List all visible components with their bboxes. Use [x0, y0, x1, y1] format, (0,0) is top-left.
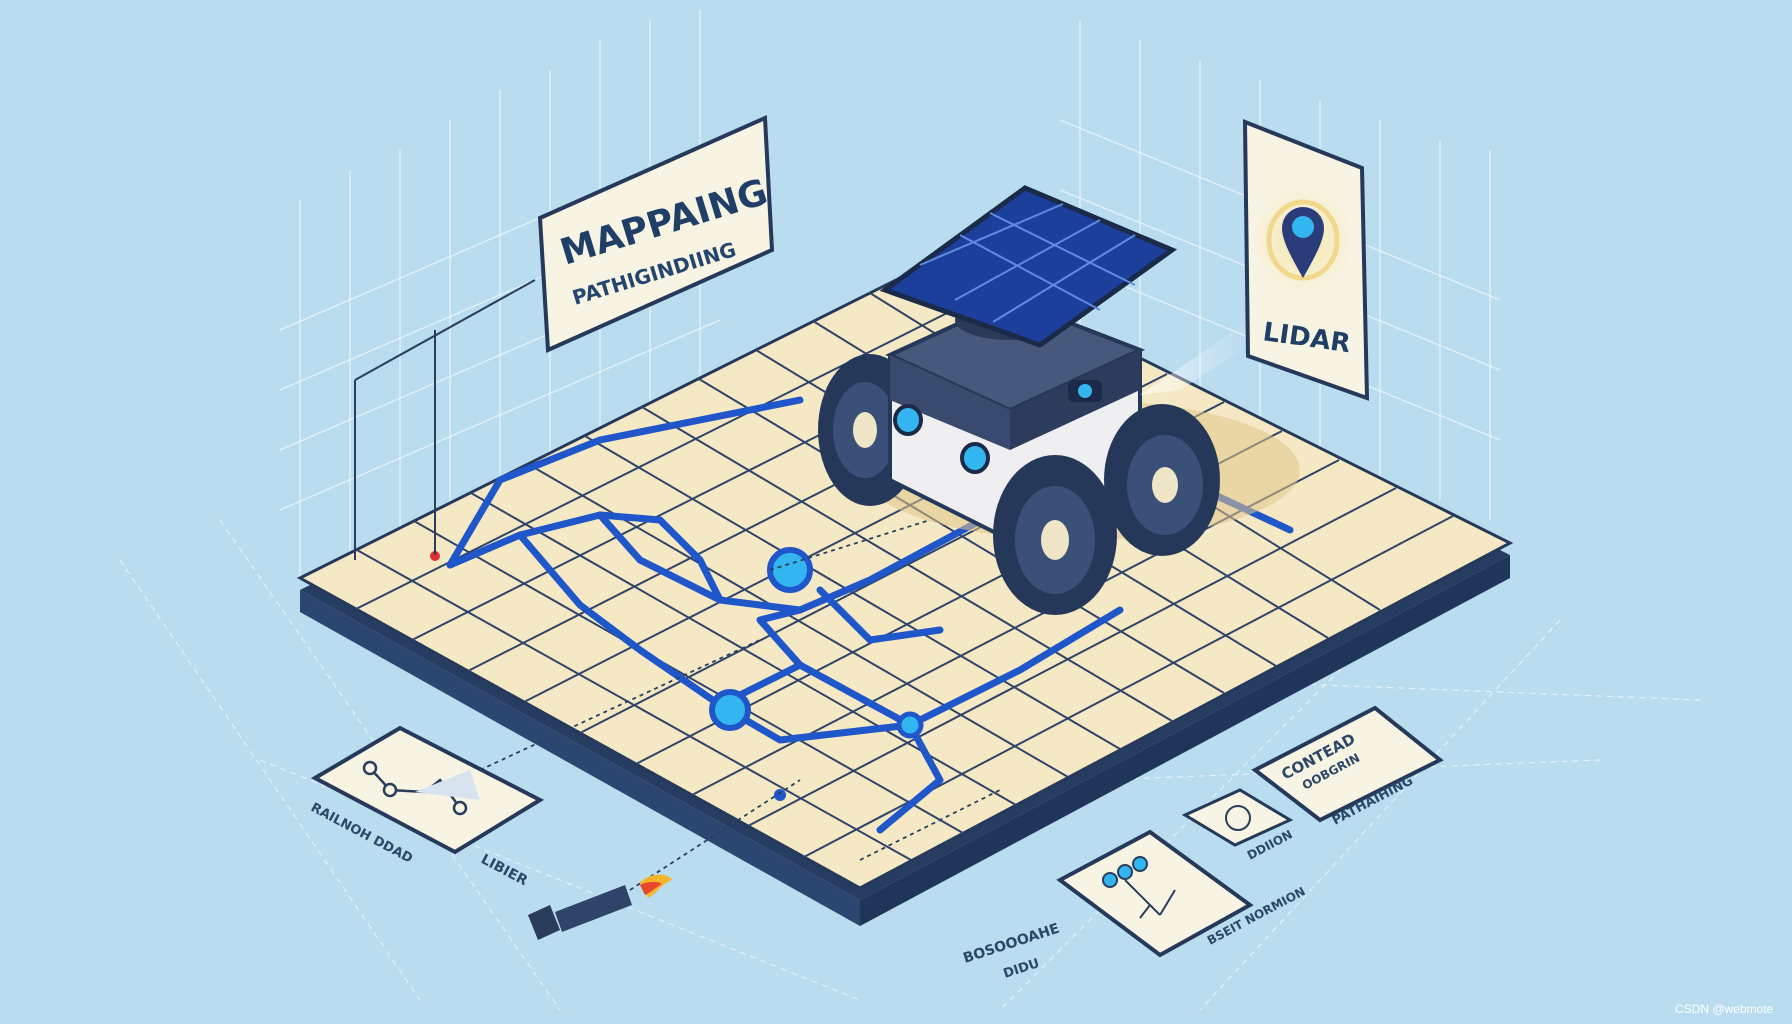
- location-pin-icon: [1282, 207, 1324, 278]
- background-grid-floor: [119, 519, 1701, 1011]
- bottom-left-caption-line1: BOSOOOAHE: [961, 921, 1061, 967]
- watermark: CSDN @webmote: [1675, 1002, 1774, 1016]
- center-card-small: DDIION: [1181, 788, 1295, 863]
- solar-panel-icon: [879, 185, 1178, 348]
- robot: [818, 185, 1300, 615]
- left-lower-caption: LIBIER: [478, 851, 530, 889]
- robot-wheel-front-left: [993, 455, 1117, 615]
- path-waypoints: [430, 547, 924, 801]
- lidar-sign: LIDAR: [1140, 119, 1370, 401]
- robot-wheel-front-right: [1104, 404, 1220, 556]
- pointer-lines: [479, 519, 1001, 891]
- flame-icon: [640, 874, 672, 898]
- flashlight: [528, 874, 672, 940]
- bottom-left-caption-line2: DIDU: [1002, 956, 1042, 982]
- tree-diagram-icon: [1102, 856, 1176, 919]
- right-card: CONTEAD OOBGRIN PATHAIHING: [1251, 705, 1444, 829]
- graph-nodes-icon: [362, 760, 480, 816]
- left-card: RAILNOH DDAD LIBIER: [308, 725, 545, 889]
